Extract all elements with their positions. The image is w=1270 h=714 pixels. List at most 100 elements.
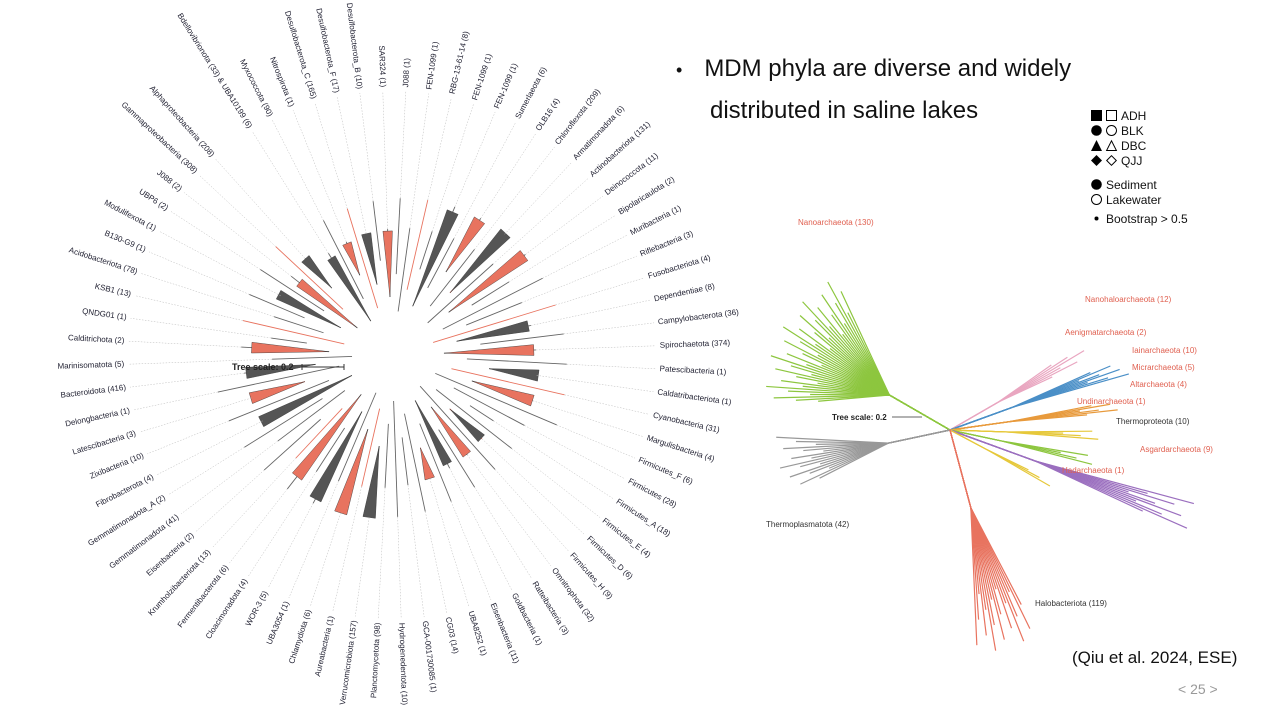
label-guide-line xyxy=(474,487,533,580)
bullet-text-2: distributed in saline lakes xyxy=(710,97,979,124)
archaea-phylum-label: Undinarchaeota (1) xyxy=(1077,397,1146,406)
label-guide-line xyxy=(128,358,273,365)
tree-branch xyxy=(249,294,305,319)
tree-branch xyxy=(244,398,323,448)
tree-branch xyxy=(466,302,522,326)
tree-branch xyxy=(480,333,564,345)
clade-wedge xyxy=(245,364,316,379)
label-guide-line xyxy=(229,488,288,564)
label-guide-line xyxy=(181,440,278,515)
legend-label-adh: ADH xyxy=(1121,108,1147,123)
archaea-branch xyxy=(949,372,1091,431)
tree-branch xyxy=(315,427,345,472)
archaea-branch xyxy=(949,429,1162,515)
label-guide-line xyxy=(525,195,603,255)
tree-branch xyxy=(435,389,513,449)
label-guide-line xyxy=(195,469,265,532)
label-guide-line xyxy=(521,255,637,303)
legend: ADH BLK DBC QJJ Sediment Lakewater Boots… xyxy=(1091,108,1188,226)
label-guide-line xyxy=(167,446,245,496)
archaea-phylum-label: Thermoproteota (10) xyxy=(1116,417,1190,426)
label-guide-line xyxy=(288,481,339,599)
page-number[interactable]: < 25 > xyxy=(1178,681,1218,697)
archaea-phylum-label: Aenigmatarchaeota (2) xyxy=(1065,328,1147,337)
legend-label-sediment: Sediment xyxy=(1106,177,1157,192)
archaea-branch xyxy=(949,373,1129,431)
open-square-icon xyxy=(1106,110,1117,121)
legend-row-bootstrap: Bootstrap > 0.5 xyxy=(1091,211,1188,226)
archaea-branch xyxy=(840,291,951,431)
tree-branch xyxy=(419,423,452,502)
phylum-label: Campylobacterota (36) xyxy=(657,308,739,327)
clade-wedge xyxy=(334,429,369,516)
phylum-label: CG03 (14) xyxy=(444,616,461,655)
phylum-label: Firmicutes_F (6) xyxy=(637,455,694,486)
archaea-tree-labels: Nanoarchaeota (130)Nanohaloarchaeota (12… xyxy=(766,218,1213,608)
label-guide-line xyxy=(133,391,218,411)
archaea-branch xyxy=(776,429,951,444)
open-triangle-icon xyxy=(1105,139,1118,151)
legend-row-dbc: DBC xyxy=(1091,138,1188,153)
clade-wedge xyxy=(251,342,330,354)
tree-branch xyxy=(275,246,344,310)
label-guide-line xyxy=(407,484,425,618)
archaea-phylum-label: Asgardarchaeota (9) xyxy=(1140,445,1213,454)
label-guide-line xyxy=(480,133,536,219)
label-guide-line xyxy=(271,119,324,221)
label-guide-line xyxy=(251,130,329,254)
tree-branch xyxy=(260,269,325,312)
clade-wedge xyxy=(327,255,371,322)
phylum-label: Aureabacteria (1) xyxy=(313,615,336,678)
phylum-label: Hydrogenedentota (10) xyxy=(397,623,409,706)
archaea-branch xyxy=(766,385,951,431)
archaea-branch xyxy=(949,429,1093,465)
svg-text:Tree scale: 0.2: Tree scale: 0.2 xyxy=(832,413,887,422)
clade-wedge xyxy=(430,406,471,458)
tree-branch xyxy=(346,208,379,309)
phylum-label: FEN-1099 (1) xyxy=(492,61,519,109)
phylum-label: Verrucomicrobiota (157) xyxy=(338,619,359,705)
archaea-phylum-label: Nanohaloarchaeota (12) xyxy=(1085,295,1172,304)
label-guide-line xyxy=(128,340,242,348)
label-guide-line xyxy=(183,192,292,277)
clade-wedge xyxy=(382,230,393,298)
clade-wedge xyxy=(449,408,485,443)
filled-circle-icon xyxy=(1091,179,1102,190)
label-guide-line xyxy=(532,400,644,437)
label-guide-line xyxy=(431,103,474,232)
tree-branch xyxy=(404,413,426,512)
phylum-label: WOR-3 (5) xyxy=(244,589,270,628)
archaea-phylum-label: Hadarchaeota (1) xyxy=(1062,466,1125,475)
phylum-label: Desulfobacterota_B (10) xyxy=(345,2,365,89)
tree-branch xyxy=(419,231,433,270)
label-guide-line xyxy=(148,251,250,295)
tree-branch xyxy=(427,263,494,324)
tree-branch xyxy=(372,201,381,261)
phylum-label: J088 (2) xyxy=(155,168,184,193)
phylum-label: J088 (1) xyxy=(401,57,412,87)
label-guide-line xyxy=(453,121,517,239)
filled-square-icon xyxy=(1091,110,1102,121)
clade-wedge xyxy=(488,368,540,382)
tree-branch xyxy=(453,387,525,426)
label-guide-line xyxy=(310,512,341,607)
bacteria-tree-scale: Tree scale: 0.2 xyxy=(232,362,345,372)
phylum-label: UBP6 (2) xyxy=(137,187,170,213)
phylum-label: Caldatribacteriota (1) xyxy=(657,387,733,406)
open-diamond-icon xyxy=(1105,154,1118,167)
tree-branch xyxy=(429,249,475,307)
archaea-tree: Nanoarchaeota (130)Nanohaloarchaeota (12… xyxy=(766,218,1213,651)
open-circle-icon xyxy=(1091,194,1102,205)
tree-branch xyxy=(442,277,543,330)
tree-branch xyxy=(432,304,556,343)
phylum-label: Desulfobacterota_F (17) xyxy=(314,7,341,94)
clade-wedge xyxy=(471,380,535,407)
phylum-label: Gammaproteobacteria (308) xyxy=(120,100,200,175)
tree-branch xyxy=(338,392,377,482)
phylum-label: Muribacteria (1) xyxy=(629,203,683,237)
label-guide-line xyxy=(292,110,347,242)
archaea-branch xyxy=(949,429,1148,495)
phylum-label: Delongbacteria (1) xyxy=(64,406,131,429)
clade-wedge xyxy=(412,209,459,307)
phylum-label: Bdellovibrionota (33) & UBA10199 (6) xyxy=(176,12,255,131)
